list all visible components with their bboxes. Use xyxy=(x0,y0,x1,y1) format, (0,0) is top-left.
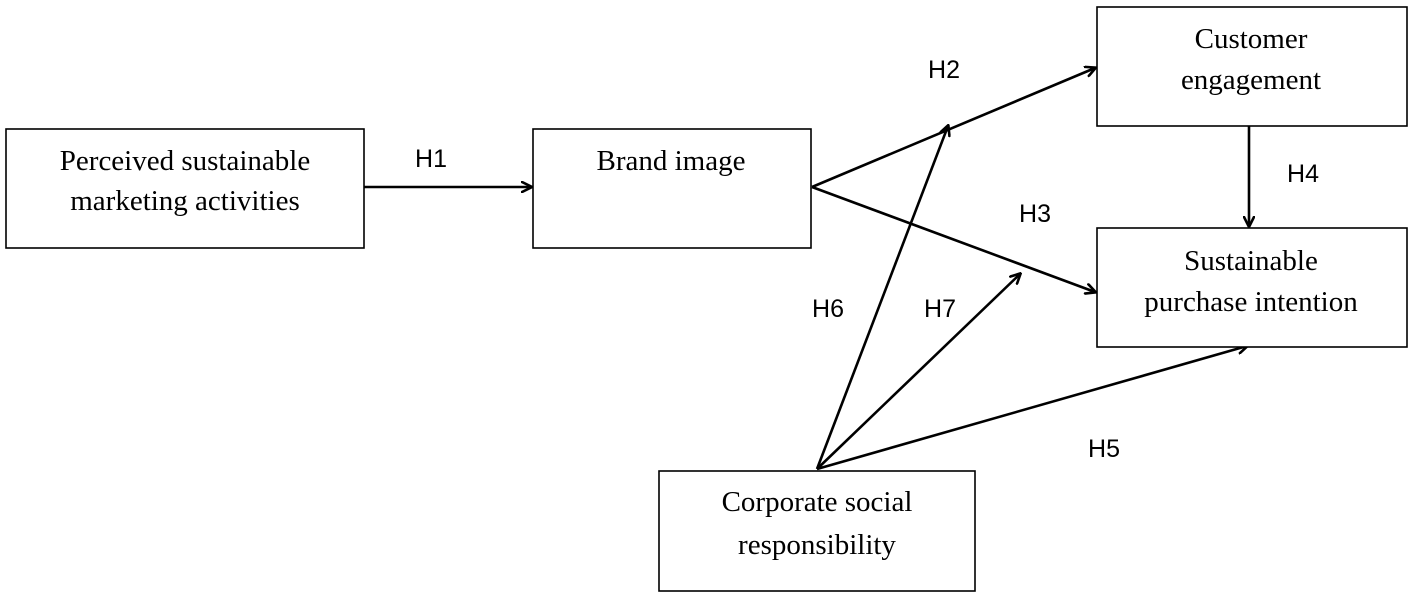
node-engagement-line1: Customer xyxy=(1195,23,1308,55)
label-h7: H7 xyxy=(924,295,956,323)
label-h2: H2 xyxy=(928,56,960,84)
node-customer-engagement: Customer engagement xyxy=(1096,6,1408,127)
node-sustainable-purchase-intention: Sustainable purchase intention xyxy=(1096,227,1408,348)
label-h5: H5 xyxy=(1088,435,1120,463)
label-h6: H6 xyxy=(812,295,844,323)
node-csr-line2: responsibility xyxy=(738,529,896,561)
label-h3: H3 xyxy=(1019,200,1051,228)
h5-arrow xyxy=(816,346,1247,471)
node-csr-line1: Corporate social xyxy=(722,486,913,518)
node-intention-line2: purchase intention xyxy=(1144,286,1358,318)
node-corporate-social-responsibility: Corporate social responsibility xyxy=(658,470,976,592)
label-h4: H4 xyxy=(1287,160,1319,188)
node-perceived-line2: marketing activities xyxy=(70,185,300,217)
node-brand-line1: Brand image xyxy=(597,145,746,177)
label-h1: H1 xyxy=(415,145,447,173)
node-brand-image: Brand image xyxy=(532,128,812,249)
node-perceived-line1: Perceived sustainable xyxy=(60,145,310,177)
node-intention-line1: Sustainable xyxy=(1184,245,1318,277)
h7-arrow xyxy=(816,274,1020,470)
node-perceived-sustainable-marketing: Perceived sustainable marketing activiti… xyxy=(5,128,365,249)
h6-arrow xyxy=(815,126,948,470)
h3-arrow xyxy=(811,185,1095,292)
h2-arrow xyxy=(811,68,1095,189)
node-engagement-line2: engagement xyxy=(1181,64,1321,96)
